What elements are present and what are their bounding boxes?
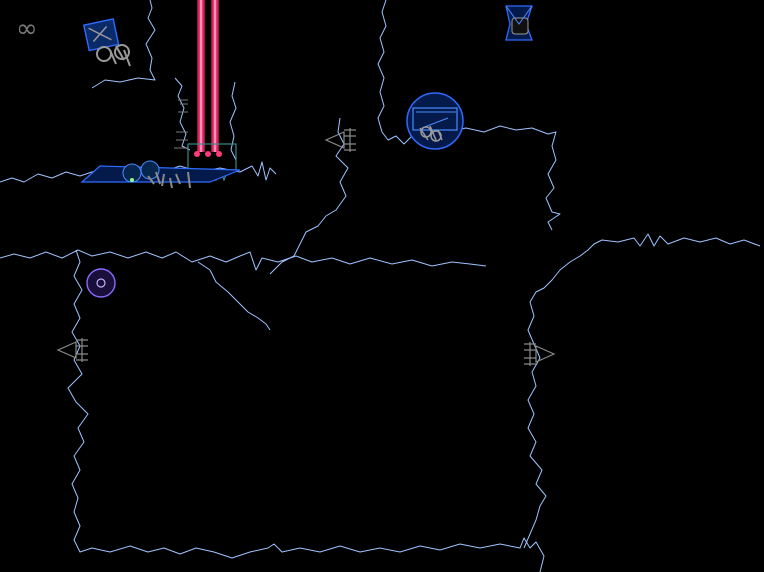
player-ship-frame	[88, 25, 112, 43]
debris-chain	[174, 99, 188, 149]
debris-cluster	[96, 44, 131, 67]
debris-shard	[419, 125, 443, 141]
platform-light	[130, 178, 134, 182]
launch-platform-deck	[80, 165, 241, 183]
rotating-turret	[406, 92, 464, 150]
terrain-ledge-upper-left	[174, 77, 191, 151]
terrain-lower-chamber	[67, 249, 545, 572]
debris-cluster	[174, 99, 188, 149]
arrow-enemy-ship	[324, 128, 356, 152]
arrow-enemy	[56, 128, 556, 366]
terrain-spine-descend	[197, 261, 271, 331]
debris-wheel	[114, 44, 130, 60]
laser-emitter-node	[205, 151, 211, 157]
arrow-enemy-ship	[56, 338, 88, 362]
drop-pod-struts	[505, 5, 533, 25]
debris-wheel	[96, 46, 112, 62]
laser-beam	[197, 0, 219, 152]
terrain-wall-central	[377, 0, 413, 145]
laser-emitter-node	[194, 151, 200, 157]
terrain-lower-right-wall	[523, 233, 761, 549]
platform-pod	[140, 160, 160, 180]
terrain-ledge-right-upper	[411, 125, 561, 231]
rotating-turret-shell	[406, 92, 464, 150]
drop-pod	[505, 5, 533, 41]
ring-orb	[86, 268, 116, 298]
debris-shard	[109, 45, 131, 67]
arrow-enemy-ship	[524, 342, 556, 366]
arrow-enemy-hull	[56, 341, 77, 359]
rotating-turret-core	[412, 107, 458, 131]
player-ship	[82, 18, 120, 52]
terrain-slope-center	[269, 117, 349, 275]
debris-cluster	[419, 125, 443, 142]
lives-counter: ∞	[16, 14, 38, 44]
arrow-enemy-fins	[76, 338, 88, 362]
laser-emitter-node	[216, 151, 222, 157]
launch-platform	[80, 160, 241, 189]
ring-orb-outer	[86, 268, 116, 298]
drop-pod-window	[511, 17, 529, 35]
debris-cluster	[147, 171, 191, 189]
laser-beam-left	[197, 0, 205, 152]
laser-beam-right	[211, 0, 219, 152]
arrow-enemy-fins	[344, 128, 356, 152]
terrain-mid-divider	[0, 249, 487, 271]
infinity-icon: ∞	[16, 14, 38, 44]
terrain-wall-upper-left	[91, 0, 156, 89]
ring-orb-inner	[96, 278, 106, 288]
arrow-enemy-fins	[524, 342, 536, 366]
arrow-enemy-hull	[324, 131, 345, 149]
terrain-wall-beam-right	[229, 81, 237, 161]
arrow-enemy-hull	[535, 345, 556, 363]
